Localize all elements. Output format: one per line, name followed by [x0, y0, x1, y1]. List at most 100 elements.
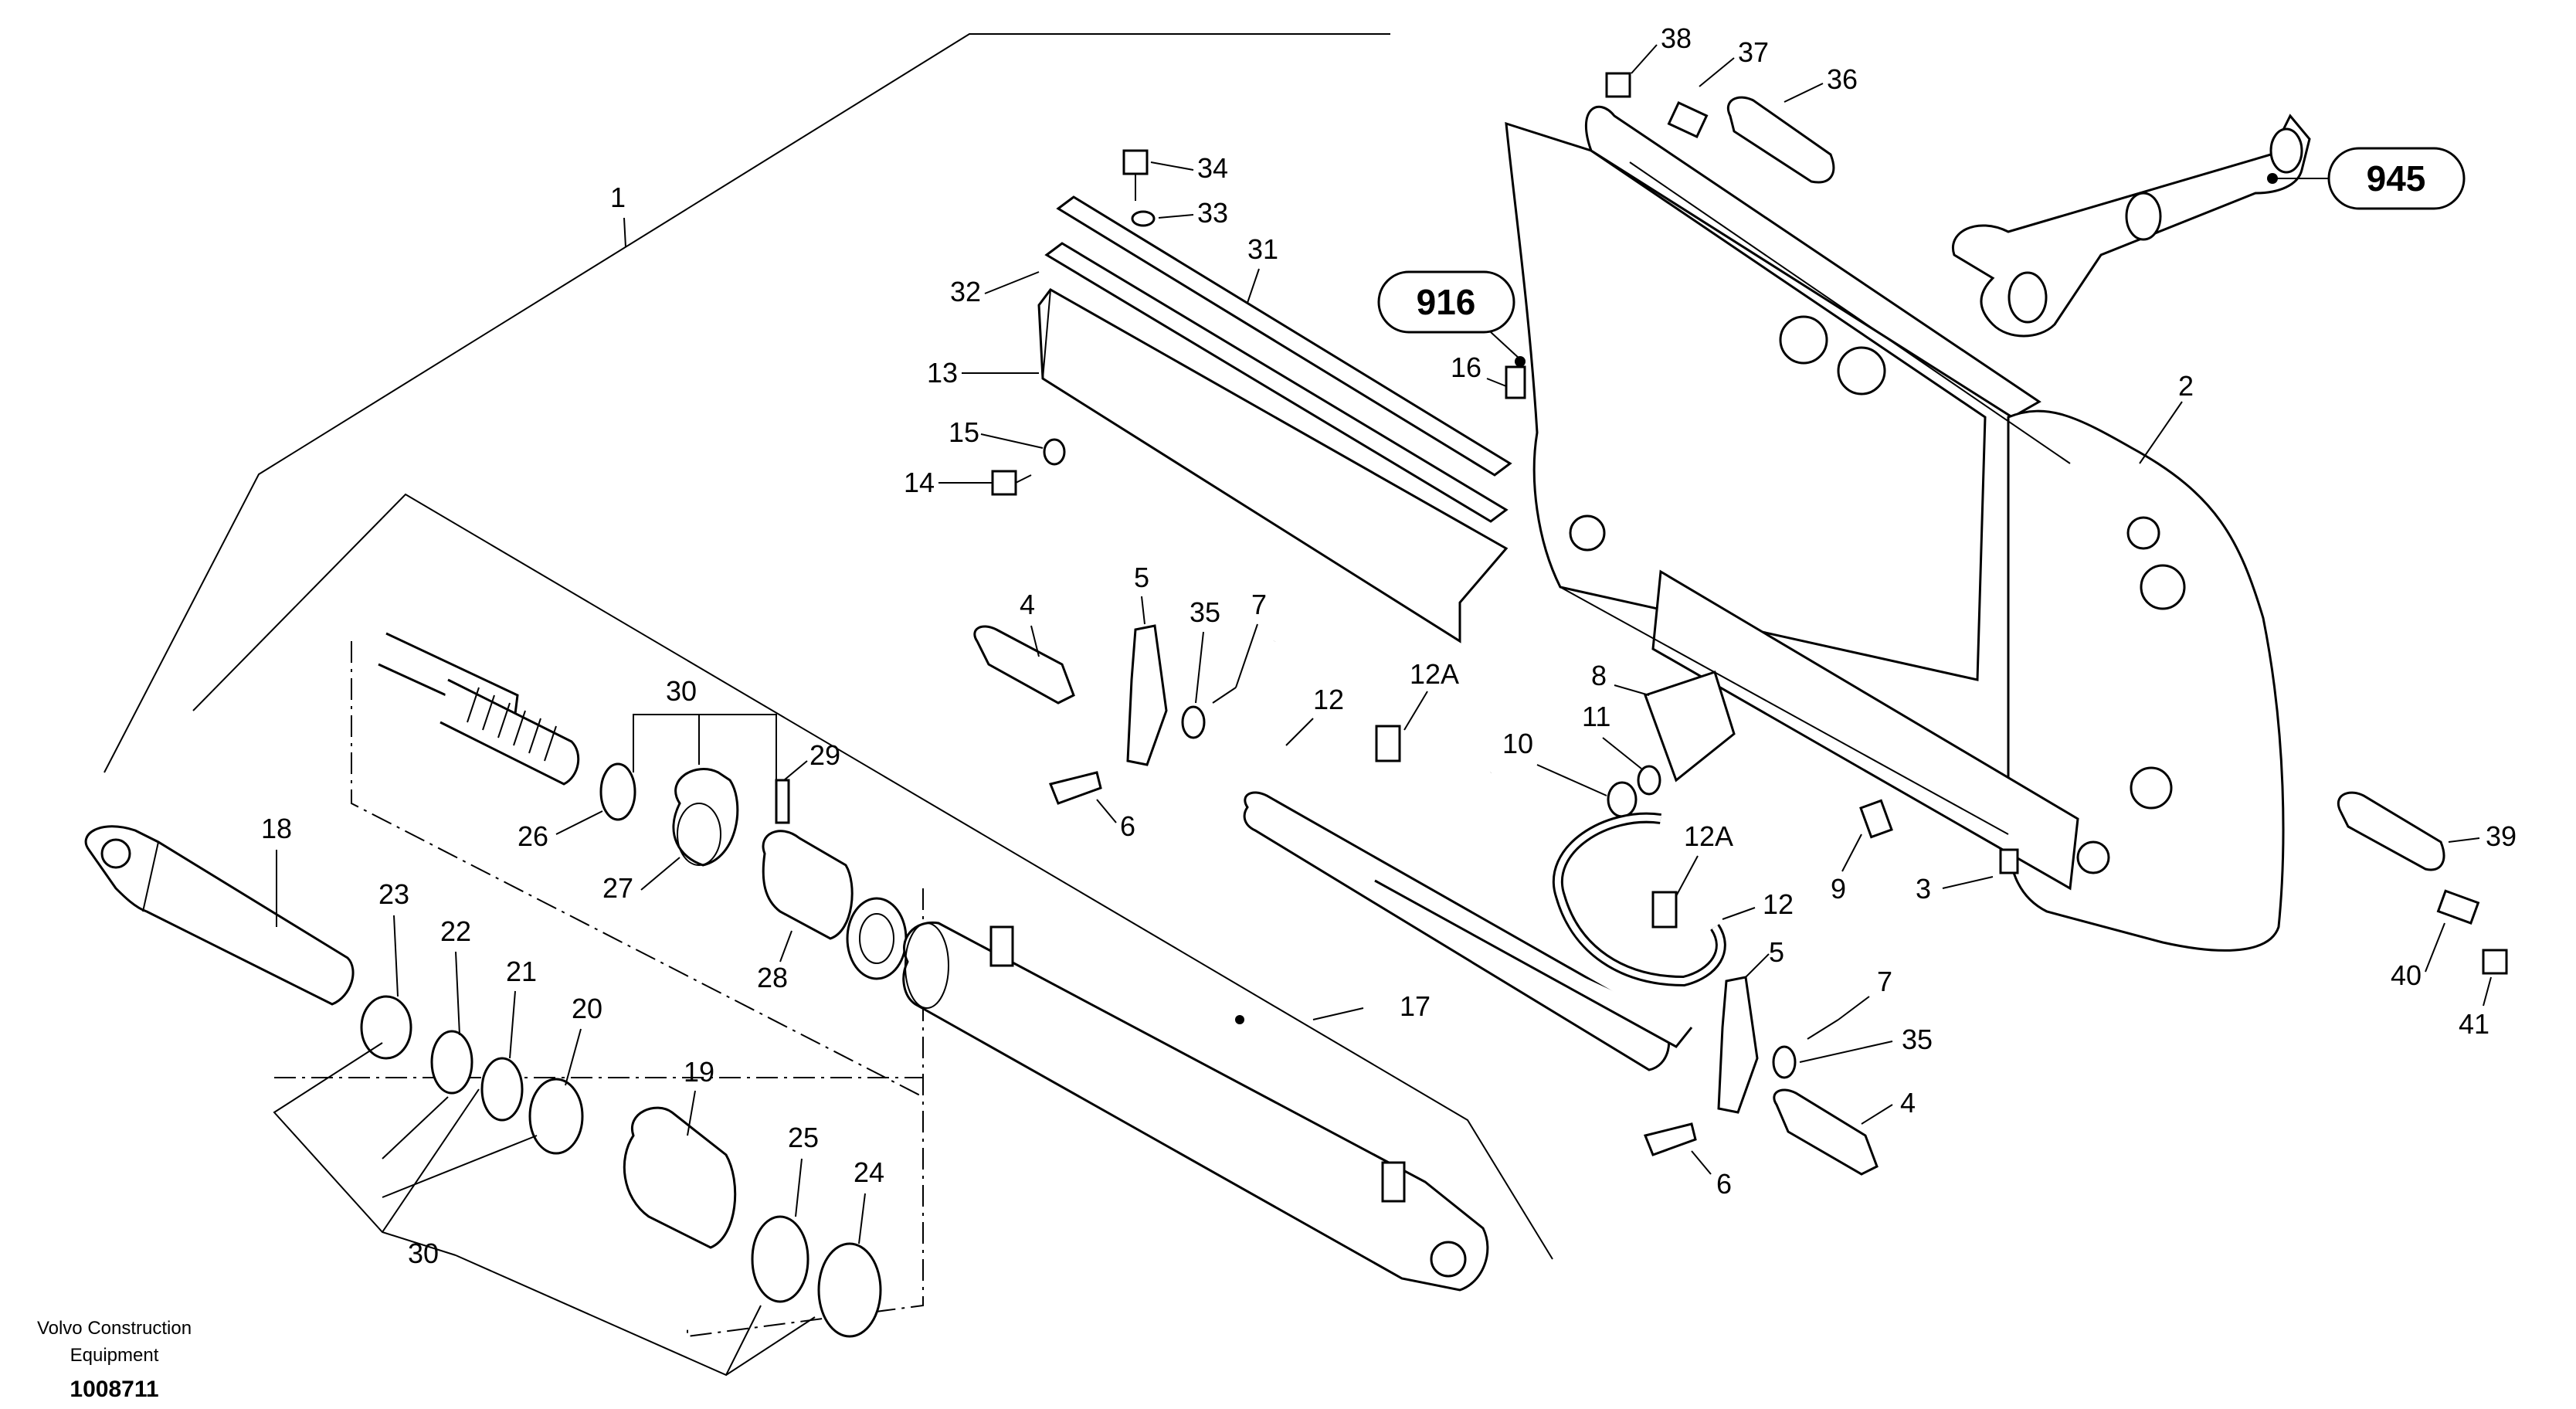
piston-seal-parts [599, 762, 908, 980]
snap-ring-24 [817, 1242, 882, 1338]
callout-26: 26 [518, 820, 548, 852]
footer-drawing-number: 1008711 [70, 1377, 158, 1402]
callout-31: 31 [1247, 233, 1278, 265]
callout-15: 15 [949, 416, 979, 448]
ring-21 [480, 1057, 524, 1122]
washer-15 [1043, 438, 1066, 466]
washer-35-upper [1181, 705, 1206, 739]
pin-6-lower [1643, 1122, 1697, 1156]
callout-2: 2 [2178, 370, 2194, 402]
bolt-41 [2482, 949, 2508, 975]
bolt-head-14 [991, 470, 1017, 496]
callout-27: 27 [602, 872, 633, 904]
footer-company-line2: Equipment [70, 1345, 159, 1366]
wiper-23 [360, 995, 412, 1060]
callout-23: 23 [378, 878, 409, 910]
lock-plate-37 [1667, 100, 1709, 139]
reference-916-label: 916 [1417, 282, 1476, 322]
attachment-frame [1505, 105, 2285, 952]
callout-30-upper: 30 [666, 675, 697, 707]
bolt-38 [1605, 72, 1631, 98]
cotter-7-upper [1212, 687, 1237, 704]
grease-nipple-16 [1505, 365, 1526, 399]
reference-callouts: 916 945 [1377, 147, 2466, 367]
callout-36: 36 [1827, 63, 1858, 95]
callout-13: 13 [927, 357, 958, 389]
callout-1: 1 [610, 182, 626, 213]
bracket-8 [1644, 671, 1736, 783]
callout-5-upper: 5 [1134, 562, 1149, 593]
callout-32: 32 [950, 276, 981, 307]
callout-19: 19 [684, 1056, 714, 1088]
pin-36 [1726, 96, 1835, 184]
callout-33: 33 [1197, 197, 1228, 229]
callout-6-lower: 6 [1716, 1168, 1732, 1200]
callout-16: 16 [1451, 351, 1481, 383]
reference-945: 945 [2267, 147, 2466, 210]
bolt-head-34 [1122, 149, 1149, 175]
callout-3: 3 [1916, 873, 1931, 905]
grease-nipple-3 [1999, 848, 2019, 874]
callout-35-upper: 35 [1190, 596, 1220, 628]
fitting-12a-upper [1375, 725, 1401, 762]
bushing-28 [762, 830, 854, 940]
cylinder-barrel [902, 921, 1489, 1292]
threaded-rod [378, 632, 580, 786]
callout-14: 14 [904, 467, 935, 498]
callout-12-upper: 12 [1313, 684, 1344, 715]
callout-20: 20 [572, 993, 602, 1024]
gland-seal-parts [360, 995, 882, 1338]
piston-rod [84, 825, 355, 1006]
callout-12A-lower: 12A [1684, 820, 1733, 852]
callout-35-lower: 35 [1902, 1024, 1933, 1055]
clevis-parts-upper [973, 624, 1237, 805]
gland-19 [623, 1106, 737, 1249]
lock-plate-40 [2436, 889, 2480, 925]
callout-17: 17 [1400, 990, 1431, 1022]
callout-29: 29 [809, 739, 840, 771]
callout-22: 22 [440, 915, 471, 947]
callout-25: 25 [788, 1122, 819, 1153]
callout-37: 37 [1738, 36, 1769, 68]
callout-12A-upper: 12A [1410, 658, 1459, 690]
washer-35-lower [1772, 1045, 1797, 1079]
callout-6-upper: 6 [1120, 810, 1135, 842]
callout-11: 11 [1582, 701, 1610, 732]
callout-4-lower: 4 [1900, 1087, 1916, 1119]
callout-40: 40 [2391, 959, 2422, 991]
reference-916: 916 [1377, 270, 1526, 367]
callout-7-lower: 7 [1877, 966, 1892, 997]
footer-company-line1: Volvo Construction [37, 1318, 192, 1339]
callout-7-upper: 7 [1251, 589, 1267, 620]
pins-and-clips [1505, 72, 2508, 975]
callout-9: 9 [1831, 873, 1846, 905]
callout-21: 21 [506, 956, 537, 987]
strip-fasteners [991, 149, 1156, 496]
callout-34: 34 [1197, 152, 1228, 184]
seal-20 [528, 1078, 584, 1155]
callout-41: 41 [2459, 1008, 2489, 1040]
bracket-5-lower [1717, 976, 1759, 1114]
callout-18: 18 [261, 813, 292, 844]
callout-5-lower: 5 [1769, 936, 1784, 968]
callout-8: 8 [1591, 660, 1607, 691]
callout-28: 28 [757, 962, 788, 993]
reference-945-label: 945 [2367, 158, 2426, 199]
callout-30-lower: 30 [408, 1238, 439, 1269]
o-ring-25 [751, 1215, 809, 1303]
bolt-9 [1859, 799, 1893, 839]
washer-11 [1637, 765, 1661, 796]
fitting-12a-lower [1651, 891, 1678, 929]
callout-39: 39 [2486, 820, 2517, 852]
callout-24: 24 [854, 1156, 884, 1188]
washer-33 [1131, 210, 1156, 227]
callout-10: 10 [1502, 728, 1533, 759]
wear-strip-assembly [1037, 195, 1512, 643]
clevis-pin-4-upper [973, 625, 1075, 704]
callouts: 1 2 3 4 4 5 5 6 6 7 7 8 9 10 11 12 12 [261, 22, 2517, 1377]
clevis-pin-4-lower [1773, 1088, 1879, 1176]
small-cylinder [1243, 791, 1693, 1071]
snap-ring-26 [599, 762, 636, 821]
callout-4-upper: 4 [1020, 589, 1035, 620]
ring-22 [430, 1030, 473, 1095]
